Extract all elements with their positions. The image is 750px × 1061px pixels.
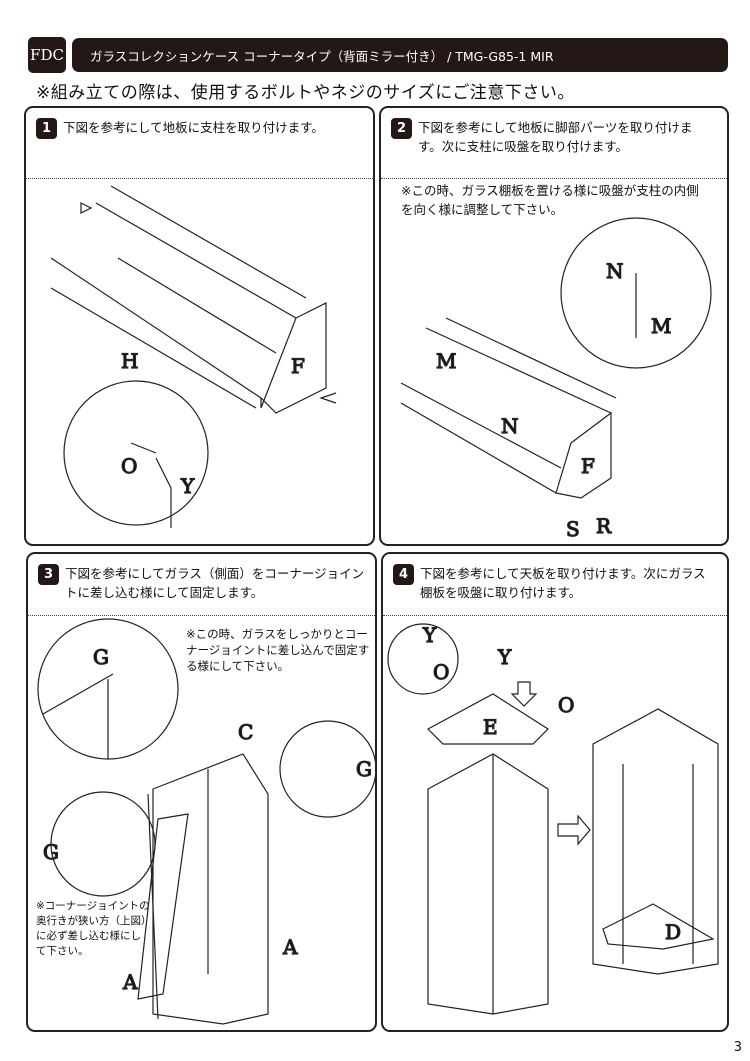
part-label-n: N — [606, 259, 624, 283]
step-1-diagram: H F O Y — [50, 185, 337, 528]
header-title: ガラスコレクションケース コーナータイプ（背面ミラー付き） / TMG-G85-… — [90, 48, 554, 64]
step-3-diagram: G G G C A A — [37, 618, 375, 1025]
step-instruction: 下図を参考にして天板を取り付けます。次にガラス棚板を吸盤に取り付けます。 — [420, 566, 706, 600]
part-label-y-2: Y — [497, 645, 512, 669]
part-label-e: E — [483, 715, 498, 739]
part-label-a: A — [282, 935, 298, 959]
document-header: ガラスコレクションケース コーナータイプ（背面ミラー付き） / TMG-G85-… — [72, 38, 728, 72]
step-note: ※この時、ガラスをしっかりとコーナージョイントに差し込んで固定する様にして下さい… — [186, 627, 370, 673]
page-number: 3 — [733, 1040, 742, 1055]
part-label-o-2: O — [558, 693, 574, 717]
step-1-panel: 1 下図を参考にして地板に支柱を取り付けます。 H F O Y — [24, 106, 375, 546]
step-note: ※この時、ガラス棚板を置ける様に吸盤が支柱の内側を向く様に調整して下さい。 — [401, 183, 699, 217]
step-note-2: ※コーナージョイントの奥行きが狭い方（上図）に必ず差し込む様にして下さい。 — [36, 900, 150, 957]
part-label-h: H — [121, 349, 138, 373]
brand-logo: FDC — [28, 37, 66, 73]
part-label-a-2: A — [122, 970, 138, 994]
part-label-c: C — [238, 720, 253, 744]
part-label-o: O — [121, 454, 137, 478]
part-label-m-2: M — [436, 349, 456, 373]
step-3-panel: 3 下図を参考にしてガラス（側面）をコーナージョイントに差し込む様にして固定します… — [26, 552, 377, 1032]
step-number: 3 — [38, 564, 59, 585]
part-label-g-2: G — [43, 840, 59, 864]
step-4-panel: 4 下図を参考にして天板を取り付けます。次にガラス棚板を吸盤に取り付けます。 Y … — [381, 552, 729, 1032]
divider — [26, 178, 373, 179]
size-notice: ※組み立ての際は、使用するボルトやネジのサイズにご注意下さい。 — [36, 83, 575, 103]
part-label-s: S — [566, 517, 580, 541]
part-label-d: D — [665, 920, 681, 944]
logo-text: FDC — [30, 46, 64, 64]
step-4-diagram: Y O Y O E D — [387, 622, 719, 1015]
step-instruction: 下図を参考にしてガラス（側面）をコーナージョイントに差し込む様にして固定します。 — [65, 566, 365, 600]
part-label-g-3: G — [356, 757, 372, 781]
part-label-y: Y — [180, 474, 195, 498]
part-label-g: G — [93, 645, 109, 669]
divider — [381, 178, 727, 179]
step-2-panel: 2 下図を参考にして地板に脚部パーツを取り付けます。次に支柱に吸盤を取り付けます。… — [379, 106, 729, 546]
step-instruction: 下図を参考にして地板に脚部パーツを取り付けます。次に支柱に吸盤を取り付けます。 — [418, 120, 693, 154]
divider — [28, 615, 375, 616]
step-instruction: 下図を参考にして地板に支柱を取り付けます。 — [63, 120, 324, 135]
part-label-y: Y — [422, 623, 437, 647]
part-label-o: O — [433, 660, 449, 684]
step-number: 2 — [391, 118, 412, 139]
part-label-f: F — [291, 354, 305, 378]
step-2-diagram: N M M N F S R — [400, 217, 712, 542]
part-label-n-2: N — [501, 414, 519, 438]
part-label-f: F — [581, 454, 595, 478]
part-label-m: M — [651, 314, 671, 338]
step-number: 1 — [36, 118, 57, 139]
divider — [383, 615, 727, 616]
part-label-r: R — [596, 514, 612, 538]
step-number: 4 — [393, 564, 414, 585]
